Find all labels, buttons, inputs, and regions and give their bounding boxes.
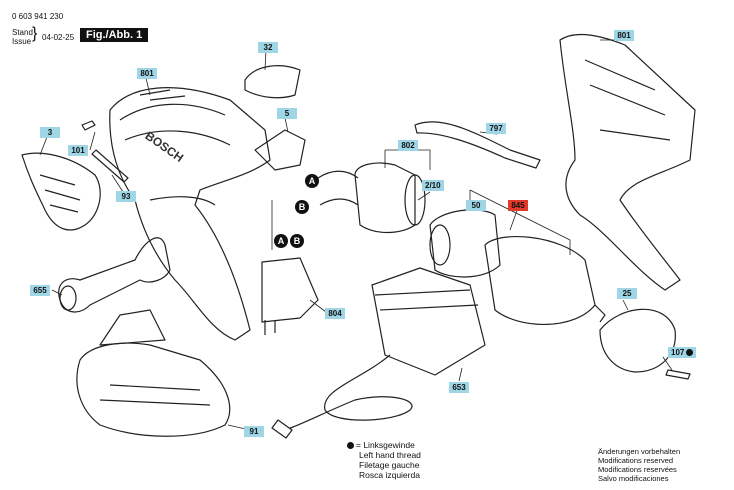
doc-number: 0 603 941 230 xyxy=(12,12,64,21)
connector-b2-text: B xyxy=(294,236,301,246)
cover-3 xyxy=(21,152,101,231)
stand-label: Stand xyxy=(12,28,33,37)
connector-a-badge xyxy=(305,174,319,188)
issue-label: Issue xyxy=(12,37,32,46)
part-label-3: 3 xyxy=(40,127,60,138)
part-label-32: 32 xyxy=(258,42,278,53)
battery-91 xyxy=(76,342,231,437)
connector-a2-badge xyxy=(274,234,288,248)
issue-date: 04-02-25 xyxy=(42,33,75,42)
connector-b-text: B xyxy=(299,202,306,212)
figure-label: Fig./Abb. 1 xyxy=(80,28,149,42)
part-label-50: 50 xyxy=(466,200,486,211)
note-line-3: Modifications reservées xyxy=(598,465,677,474)
part-107-text: 107 xyxy=(671,348,685,357)
part-label-25: 25 xyxy=(617,288,637,299)
brand-logo-text: BOSCH xyxy=(143,129,187,165)
part-label-653: 653 xyxy=(449,382,469,393)
part-label-2-10: 2/10 xyxy=(422,180,444,191)
note-line-2: Modifications reserved xyxy=(598,456,674,465)
side-handle xyxy=(58,237,171,313)
note-line-4: Salvo modificaciones xyxy=(598,474,669,483)
thread-legend: = Linksgewinde Left hand thread Filetage… xyxy=(347,440,421,480)
part-5 xyxy=(254,129,306,171)
part-label-101: 101 xyxy=(68,145,88,156)
part-label-845: 845 xyxy=(508,200,528,211)
motor xyxy=(354,162,416,234)
legend-line-3: Filetage gauche xyxy=(359,460,420,470)
left-thread-dot-icon xyxy=(347,442,354,450)
connector-b-badge xyxy=(295,200,309,214)
gearbox-50 xyxy=(429,209,501,278)
charger-653 xyxy=(371,267,486,376)
modification-notes: Änderungen vorbehalten Modifications res… xyxy=(598,447,680,483)
part-label-801: 801 xyxy=(614,30,634,41)
legend-line-4: Rosca izquierda xyxy=(359,470,420,480)
legend-line-2: Left hand thread xyxy=(359,450,421,460)
connector-a2-text: A xyxy=(278,236,285,246)
part-label-5: 5 xyxy=(277,108,297,119)
brace-glyph: } xyxy=(32,25,38,42)
strap-797 xyxy=(414,121,541,169)
part-label-802: 802 xyxy=(398,140,418,151)
part-label-801: 801 xyxy=(137,68,157,79)
part-label-797: 797 xyxy=(486,123,506,134)
charger-cord xyxy=(289,354,413,429)
cap-32 xyxy=(244,65,301,99)
housing-right xyxy=(559,34,696,291)
connector-b2-badge xyxy=(290,234,304,248)
part-label-107: 107 xyxy=(668,347,697,358)
connector-a-text: A xyxy=(309,176,316,186)
part-label-93: 93 xyxy=(116,191,136,202)
part-label-91: 91 xyxy=(244,426,264,437)
part-label-804: 804 xyxy=(325,308,345,319)
part-label-655: 655 xyxy=(30,285,50,296)
battery-top xyxy=(99,309,166,346)
switch-804 xyxy=(261,257,319,323)
legend-line-1: = Linksgewinde xyxy=(356,440,415,450)
note-line-1: Änderungen vorbehalten xyxy=(598,447,681,456)
left-thread-dot-icon xyxy=(686,349,694,357)
